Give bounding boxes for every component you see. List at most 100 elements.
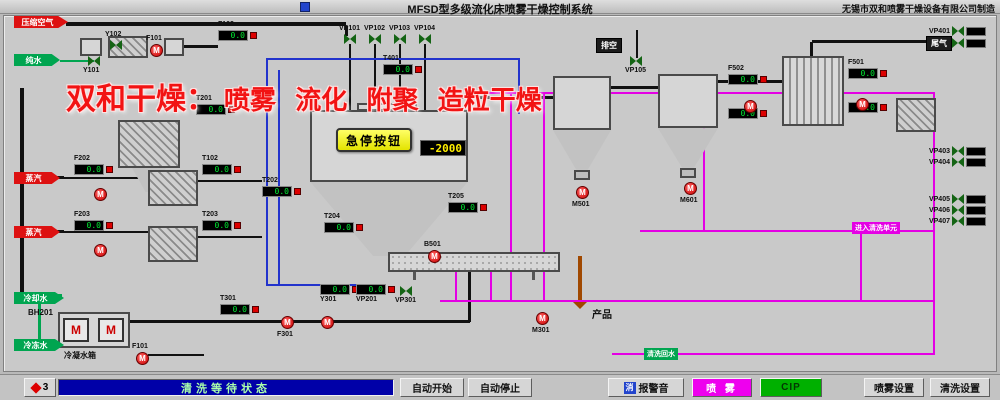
display-label: T205 (448, 193, 464, 200)
right-valve-row: VP407 (924, 216, 996, 226)
spray-button[interactable]: 喷 雾 (692, 378, 752, 397)
clean-settings-button[interactable]: 清洗设置 (930, 378, 990, 397)
pipe (810, 42, 813, 58)
display-value: 0.0 (356, 284, 386, 295)
valve-label: VP103 (389, 25, 411, 32)
alarm-indicator (106, 166, 113, 173)
display-value: 0.0 (320, 284, 350, 295)
alarm-indicator (760, 110, 767, 117)
equipment-heat-exchanger (148, 170, 198, 206)
valve-VP101[interactable]: VP101 (339, 25, 360, 44)
motor-label: M501 (572, 201, 590, 208)
equipment-hopper-cone (658, 128, 718, 168)
alarm-indicator (234, 166, 241, 173)
cip-button[interactable]: CIP (760, 378, 822, 397)
pipe (266, 58, 520, 60)
display-value: 0.0 (196, 104, 226, 115)
valve-status-box (966, 146, 986, 156)
valve-VP105[interactable]: VP105 (625, 56, 646, 74)
alarm-indicator (356, 224, 363, 231)
auto-stop-button[interactable]: 自动停止 (468, 378, 532, 397)
page-button[interactable]: 3 (24, 378, 56, 397)
watermark: 双和干燥： 喷雾 流化 附聚 造粒干燥 (66, 74, 542, 118)
pipe (490, 268, 492, 300)
display-value: 0.0 (728, 108, 767, 119)
right-valve-row: VP403 (924, 146, 996, 156)
alarm-indicator (294, 188, 301, 195)
emergency-stop-button[interactable]: 急停按钮 (336, 128, 412, 152)
valve-label: VP405 (928, 195, 950, 203)
pipe (198, 236, 262, 238)
valve-VP405[interactable] (952, 194, 964, 204)
pipe (349, 44, 351, 112)
valve-Y101[interactable]: Y101 (83, 56, 100, 74)
valve-status-box (966, 205, 986, 215)
alarm-indicator (388, 286, 395, 293)
valve-VP103[interactable]: VP103 (389, 25, 410, 44)
equipment-box (80, 38, 102, 56)
valve-VP404[interactable] (952, 157, 964, 167)
mute-alarm-button[interactable]: 消 报警音 (608, 378, 684, 397)
display-label: T203 (202, 211, 218, 218)
label-清洗回水: 清洗回水 (644, 348, 678, 360)
alarm-indicator (415, 66, 422, 73)
inlet-蒸汽: 蒸汽 (14, 172, 60, 184)
pipe (510, 92, 512, 300)
valve-VP102[interactable]: VP102 (364, 25, 385, 44)
label-尾气: 尾气 (926, 36, 952, 51)
display-value: 0.0 (202, 220, 232, 231)
valve-status-box (966, 194, 986, 204)
pipe (266, 58, 268, 286)
valve-VP401[interactable] (952, 26, 964, 36)
pipe (703, 92, 705, 232)
watermark-words: 喷雾 流化 附聚 造粒干燥 (224, 85, 542, 115)
motor: M (94, 244, 107, 257)
pipe (518, 58, 520, 114)
display-value: 0.0 (262, 186, 292, 197)
display-value: 0.0 (218, 30, 248, 41)
valve-VP104[interactable]: VP104 (414, 25, 435, 44)
display-label: T102 (202, 155, 218, 162)
display-value: 0.0 (383, 64, 413, 75)
display-label: T202 (262, 177, 278, 184)
spray-settings-button[interactable]: 喷雾设置 (864, 378, 924, 397)
valve-label: VP104 (414, 25, 436, 32)
pipe (611, 86, 658, 89)
valve-VP403[interactable] (952, 146, 964, 156)
watermark-prefix: 双和干燥： (66, 83, 216, 116)
display-label: VP201 (356, 296, 378, 303)
valve-label: VP406 (928, 206, 950, 214)
display-label: F502 (728, 65, 744, 72)
valve-VP406[interactable] (952, 205, 964, 215)
status-bar: 清洗等待状态 (58, 379, 394, 396)
valve-Y102[interactable]: Y102 (105, 31, 122, 50)
display-label: T204 (324, 213, 340, 220)
equipment-rotary-valve (574, 169, 590, 180)
pipe (812, 40, 928, 43)
display-value: 0.0 (74, 220, 104, 231)
motor-label: F101 (132, 343, 148, 350)
display-label: T301 (220, 295, 236, 302)
valve-label: VP301 (395, 297, 417, 304)
pipe (933, 92, 935, 355)
valve-label: VP407 (928, 217, 950, 225)
valve-VP407[interactable] (952, 216, 964, 226)
pipe (130, 320, 470, 323)
valve-VP402[interactable] (952, 38, 964, 48)
display-label: F203 (74, 211, 90, 218)
valve-label: VP403 (928, 147, 950, 155)
motor: M (856, 98, 869, 111)
valve-VP301[interactable]: VP301 (395, 286, 416, 304)
weight-display: -2000 (420, 140, 466, 156)
page-icon (30, 381, 42, 394)
display-value: 0.0 (448, 202, 478, 213)
auto-start-button[interactable]: 自动开始 (400, 378, 464, 397)
